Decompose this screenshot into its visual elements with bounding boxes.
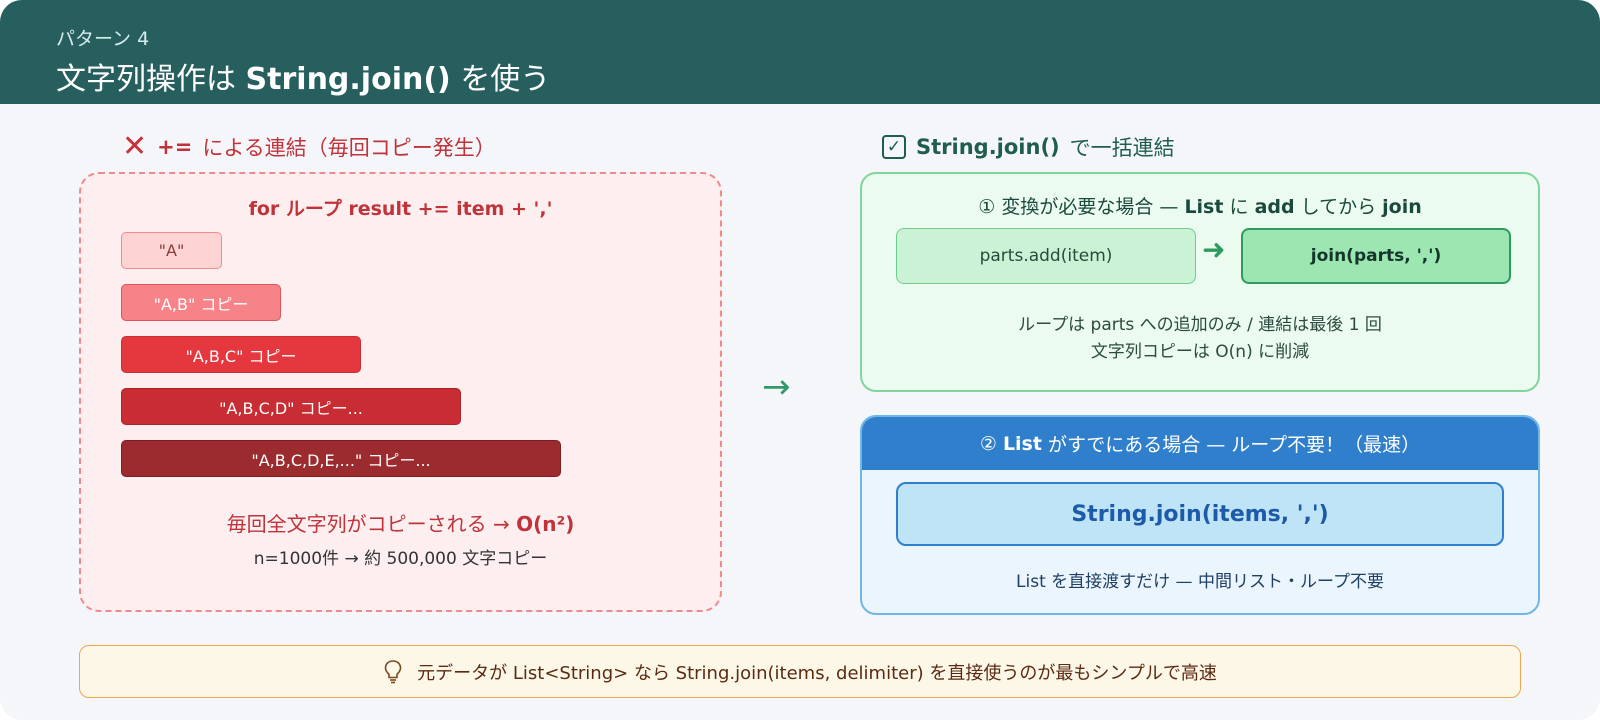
- case2-title-pre: ②: [979, 432, 997, 455]
- bad-approach-panel: for ループ result += item + ',' "A" "A,B" コ…: [79, 172, 722, 612]
- join-code-pill: String.join(items, ','): [896, 482, 1504, 546]
- case1-title-join: join: [1382, 196, 1422, 218]
- header-banner: パターン 4 文字列操作は String.join() を使う: [0, 0, 1600, 104]
- step-join-pill: join(parts, ','): [1241, 228, 1511, 284]
- title-suffix: を使う: [460, 62, 551, 97]
- plus-equals-op: +=: [157, 135, 193, 159]
- case2-panel: ② List がすでにある場合 — ループ不要！（最速） String.join…: [860, 415, 1540, 615]
- tip-bar: 元データが List<String> なら String.join(items,…: [79, 645, 1521, 698]
- tip-text: 元データが List<String> なら String.join(items,…: [417, 662, 1217, 684]
- title-prefix: 文字列操作は: [56, 62, 236, 97]
- good-approach-code: String.join(): [916, 135, 1060, 159]
- cost-text: 毎回全文字列がコピーされる →: [226, 512, 510, 536]
- pattern-label: パターン 4: [56, 28, 150, 50]
- case1-title-pre: ① 変換が必要な場合 —: [978, 196, 1179, 218]
- case1-note-line2: 文字列コピーは O(n) に削減: [1090, 342, 1310, 362]
- loop-title: for ループ result += item + ',': [248, 198, 553, 220]
- cost-note: n=1000件 → 約 500,000 文字コピー: [253, 549, 548, 569]
- case1-title-mid2: してから: [1300, 196, 1377, 218]
- bad-approach-text: による連結（毎回コピー発生）: [202, 136, 496, 160]
- bad-approach-heading: ✕ += による連結（毎回コピー発生）: [122, 132, 496, 162]
- lightbulb-icon: [384, 659, 402, 683]
- case1-title-add: add: [1254, 196, 1295, 218]
- step-add-pill: parts.add(item): [896, 228, 1196, 284]
- cross-icon: ✕: [122, 129, 148, 164]
- case1-panel: ① 変換が必要な場合 — List に add してから join parts.…: [860, 172, 1540, 392]
- case2-title-list: List: [1002, 432, 1042, 455]
- case2-note: List を直接渡すだけ — 中間リスト・ループ不要: [1016, 572, 1384, 592]
- title-code: String.join(): [245, 62, 451, 97]
- cost-summary: 毎回全文字列がコピーされる → O(n²): [81, 508, 720, 537]
- flow-arrow-icon: ➜: [1202, 233, 1226, 266]
- copy-bar-3: "A,B,C" コピー: [121, 336, 361, 373]
- case1-title-mid: に: [1229, 196, 1249, 218]
- case2-title-text: がすでにある場合 — ループ不要！（最速）: [1048, 434, 1421, 456]
- copy-bar-1: "A": [121, 232, 222, 269]
- checkbox-check-icon: ✓: [882, 135, 906, 159]
- case1-note-line1: ループは parts への追加のみ / 連結は最後 1 回: [1018, 315, 1382, 335]
- page-title: 文字列操作は String.join() を使う: [56, 54, 550, 98]
- good-approach-heading: ✓ String.join() で一括連結: [882, 132, 1175, 162]
- copy-bar-5: "A,B,C,D,E,..." コピー...: [121, 440, 561, 477]
- copy-bar-2: "A,B" コピー: [121, 284, 281, 321]
- transition-arrow-icon: →: [762, 367, 791, 407]
- case2-title: ② List がすでにある場合 — ループ不要！（最速）: [862, 417, 1538, 470]
- case1-title: ① 変換が必要な場合 — List に add してから join: [862, 192, 1538, 219]
- case1-title-list: List: [1184, 196, 1224, 218]
- good-approach-text: で一括連結: [1069, 136, 1175, 160]
- cost-complexity: O(n²): [516, 512, 575, 536]
- case1-note: ループは parts への追加のみ / 連結は最後 1 回 文字列コピーは O(…: [862, 312, 1538, 366]
- copy-bar-4: "A,B,C,D" コピー...: [121, 388, 461, 425]
